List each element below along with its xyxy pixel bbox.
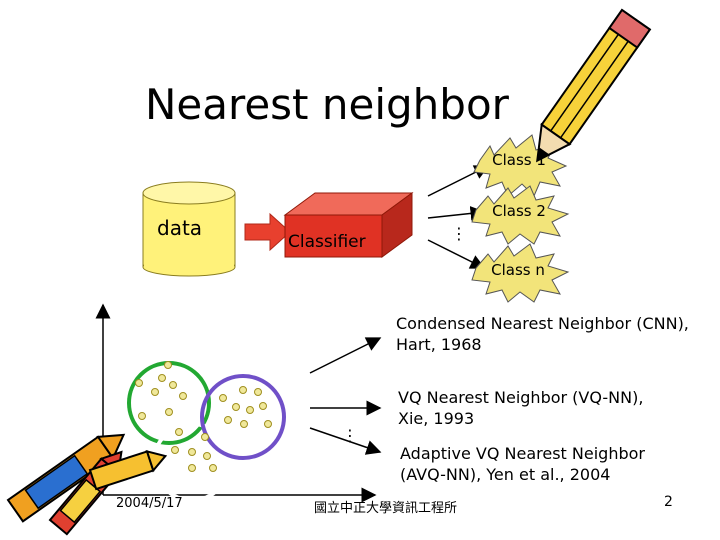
data-label: data: [157, 216, 202, 240]
data-point: [260, 403, 267, 410]
method-avqnn-line1: Adaptive VQ Nearest Neighbor: [400, 443, 645, 464]
classifier-label: Classifier: [288, 232, 366, 252]
classes-ellipsis: ⋮: [451, 224, 467, 243]
class-n-label: Class n: [468, 261, 568, 279]
method-vqnn-line2: Xie, 1993: [398, 408, 643, 429]
page-title: Nearest neighbor: [145, 80, 509, 129]
data-point: [136, 380, 143, 387]
data-point: [159, 375, 166, 382]
data-point: [220, 395, 227, 402]
data-to-classifier-arrow: [245, 214, 290, 250]
data-point: [189, 449, 196, 456]
method-cnn: Condensed Nearest Neighbor (CNN), Hart, …: [396, 313, 689, 355]
method-avqnn: Adaptive VQ Nearest Neighbor (AVQ-NN), Y…: [400, 443, 645, 485]
method-vqnn-line1: VQ Nearest Neighbor (VQ-NN),: [398, 387, 643, 408]
method-vqnn: VQ Nearest Neighbor (VQ-NN), Xie, 1993: [398, 387, 643, 429]
pencil-icon: [523, 10, 650, 170]
method-cnn-line1: Condensed Nearest Neighbor (CNN),: [396, 313, 689, 334]
data-point: [225, 417, 232, 424]
data-point: [189, 465, 196, 472]
data-point: [152, 389, 159, 396]
data-point: [210, 465, 217, 472]
data-point: [180, 393, 187, 400]
data-point: [202, 434, 209, 441]
data-point: [241, 421, 248, 428]
data-point: [139, 413, 146, 420]
data-point: [165, 362, 172, 369]
footer-institution: 國立中正大學資訊工程所: [314, 497, 457, 516]
data-point: [166, 409, 173, 416]
arrow-to-cnn: [310, 338, 380, 373]
data-point: [204, 453, 211, 460]
class-2-label: Class 2: [469, 202, 569, 220]
data-point: [233, 404, 240, 411]
data-point: [240, 387, 247, 394]
data-point: [176, 429, 183, 436]
data-point: [247, 407, 254, 414]
class-1-label: Class 1: [469, 151, 569, 169]
method-cnn-line2: Hart, 1968: [396, 334, 689, 355]
data-point: [172, 447, 179, 454]
footer-page-number: 2: [664, 494, 673, 510]
data-point: [265, 421, 272, 428]
footer-date: 2004/5/17: [116, 496, 183, 511]
method-avqnn-line2: (AVQ-NN), Yen et al., 2004: [400, 464, 645, 485]
data-point: [170, 382, 177, 389]
data-point: [255, 389, 262, 396]
methods-ellipsis: ⋮: [342, 426, 358, 445]
